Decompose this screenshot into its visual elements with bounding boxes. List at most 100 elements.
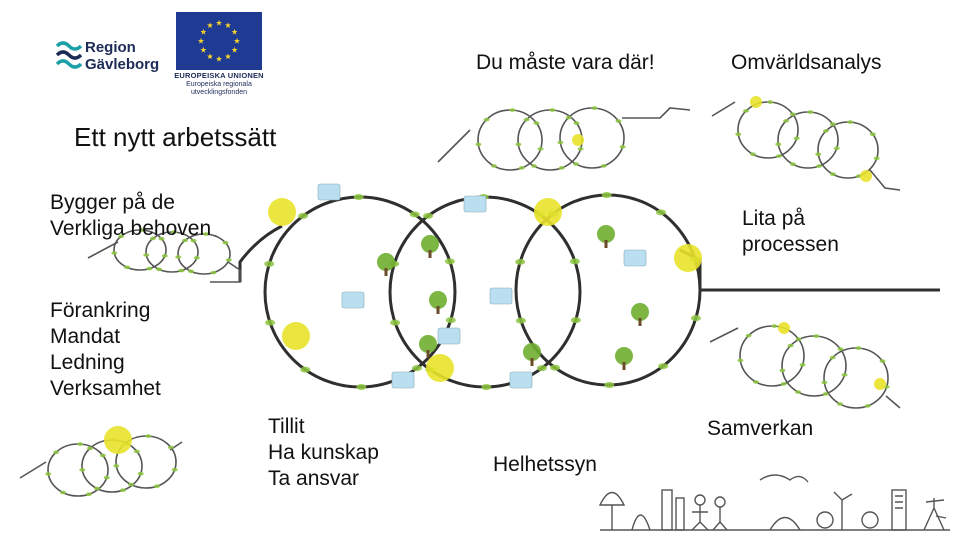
- leaf-icon: [264, 260, 275, 267]
- leaf-icon: [137, 471, 144, 476]
- label-lita-pa-processen: Lita på processen: [742, 207, 839, 256]
- leaf-icon: [549, 108, 556, 112]
- yellow-note-icon: [860, 170, 872, 182]
- eu-star-icon: [224, 53, 232, 60]
- tree-icon: [523, 343, 541, 361]
- leaf-icon: [79, 468, 86, 472]
- leaf-icon: [111, 251, 118, 255]
- eu-star-icon: [200, 46, 207, 53]
- leaf-icon: [799, 363, 806, 367]
- yellow-note-icon: [674, 244, 702, 272]
- leaf-icon: [300, 366, 311, 373]
- leaf-icon: [139, 228, 145, 232]
- label-bygger-pa-de-verkliga-behoven: Bygger på de Verkliga behoven: [50, 191, 212, 240]
- eu-caption-line1: EUROPEISKA UNIONEN: [174, 71, 264, 80]
- leaf-icon: [658, 363, 669, 370]
- leaf-icon: [573, 162, 579, 166]
- leaf-icon: [837, 347, 844, 351]
- leaf-icon: [143, 253, 150, 257]
- eu-star-icon: [197, 37, 205, 44]
- leaf-icon: [830, 172, 836, 176]
- leaf-icon: [190, 238, 197, 243]
- eu-star-icon: [215, 19, 223, 26]
- leaf-icon: [795, 337, 802, 341]
- tree-trunk-icon: [384, 268, 388, 276]
- leaf-icon: [153, 484, 160, 489]
- leaf-icon: [353, 194, 364, 200]
- leaf-icon: [156, 267, 162, 272]
- leaf-icon: [133, 449, 140, 454]
- eu-logo: EUROPEISKA UNIONEN Europeiska regionala …: [174, 12, 264, 97]
- tree-icon: [597, 225, 615, 243]
- leaf-icon: [783, 119, 789, 123]
- leaf-icon: [787, 343, 794, 348]
- leaf-icon: [793, 136, 800, 141]
- eu-caption-line3: utvecklingsfonden: [190, 89, 248, 96]
- leaf-icon: [146, 266, 153, 271]
- leaf-icon: [807, 110, 814, 114]
- label-tillit-list: Tillit Ha kunskap Ta ansvar: [268, 415, 379, 490]
- small-loop-bottom-right: [709, 325, 901, 409]
- tree-trunk-icon: [622, 362, 626, 370]
- leaf-icon: [619, 145, 626, 149]
- leaf-icon: [833, 146, 840, 151]
- small-loop-top-center: [437, 107, 691, 171]
- leaf-icon: [779, 368, 786, 373]
- yellow-note-icon: [750, 96, 762, 108]
- leaf-icon: [879, 359, 886, 363]
- leaf-icon: [161, 254, 168, 258]
- leaf-icon: [829, 122, 836, 126]
- leaf-icon: [188, 269, 194, 274]
- leaf-icon: [829, 355, 836, 360]
- leaf-icon: [821, 380, 828, 385]
- puzzle-card-icon: [623, 249, 647, 267]
- tree-icon: [419, 335, 437, 353]
- yellow-note-icon: [104, 426, 132, 454]
- leaf-icon: [790, 162, 796, 166]
- puzzle-card-icon: [437, 327, 461, 345]
- leaf-icon: [423, 212, 434, 219]
- leaf-icon: [795, 390, 801, 394]
- leaf-icon: [523, 117, 530, 122]
- eu-star-icon: [233, 37, 241, 44]
- leaf-icon: [171, 230, 177, 234]
- leaf-icon: [771, 324, 778, 328]
- eu-star-icon: [200, 28, 207, 35]
- leaf-icon: [222, 240, 229, 245]
- leaf-icon: [536, 365, 547, 372]
- label-forankring-list: Förankring Mandat Ledning Verksamhet: [50, 299, 161, 400]
- leaf-icon: [411, 365, 422, 372]
- leaf-icon: [775, 154, 782, 158]
- leaf-icon: [178, 268, 185, 273]
- tree-icon: [421, 235, 439, 253]
- leaf-icon: [225, 258, 232, 262]
- label-du-maste-vara-dar: Du måste vara där!: [476, 51, 655, 74]
- region-gavleborg-logo: Region Gävleborg: [55, 38, 165, 74]
- leaf-icon: [565, 115, 572, 120]
- leaf-icon: [531, 164, 537, 168]
- leaf-icon: [124, 265, 130, 270]
- page-title: Ett nytt arbetssätt: [74, 122, 277, 152]
- eu-star-icon: [231, 46, 238, 53]
- leaf-icon: [356, 384, 367, 390]
- yellow-note-icon: [534, 198, 562, 226]
- label-omvarldsanalys: Omvärldsanalys: [731, 51, 882, 74]
- leaf-icon: [813, 334, 820, 338]
- leaf-icon: [600, 164, 607, 168]
- leaf-icon: [113, 464, 120, 468]
- eu-star-icon: [224, 22, 232, 28]
- leaf-icon: [570, 317, 581, 324]
- leaf-icon: [533, 121, 540, 125]
- leaf-icon: [767, 100, 774, 104]
- puzzle-card-icon: [391, 371, 415, 389]
- leaf-icon: [145, 434, 152, 438]
- tree-trunk-icon: [638, 318, 642, 326]
- leaf-icon: [515, 258, 526, 265]
- leaf-icon: [873, 156, 880, 161]
- leaf-icon: [656, 209, 666, 216]
- tree-icon: [429, 291, 447, 309]
- tree-trunk-icon: [426, 350, 430, 358]
- tree-icon: [631, 303, 649, 321]
- leaf-icon: [99, 453, 106, 458]
- leaf-icon: [815, 164, 822, 168]
